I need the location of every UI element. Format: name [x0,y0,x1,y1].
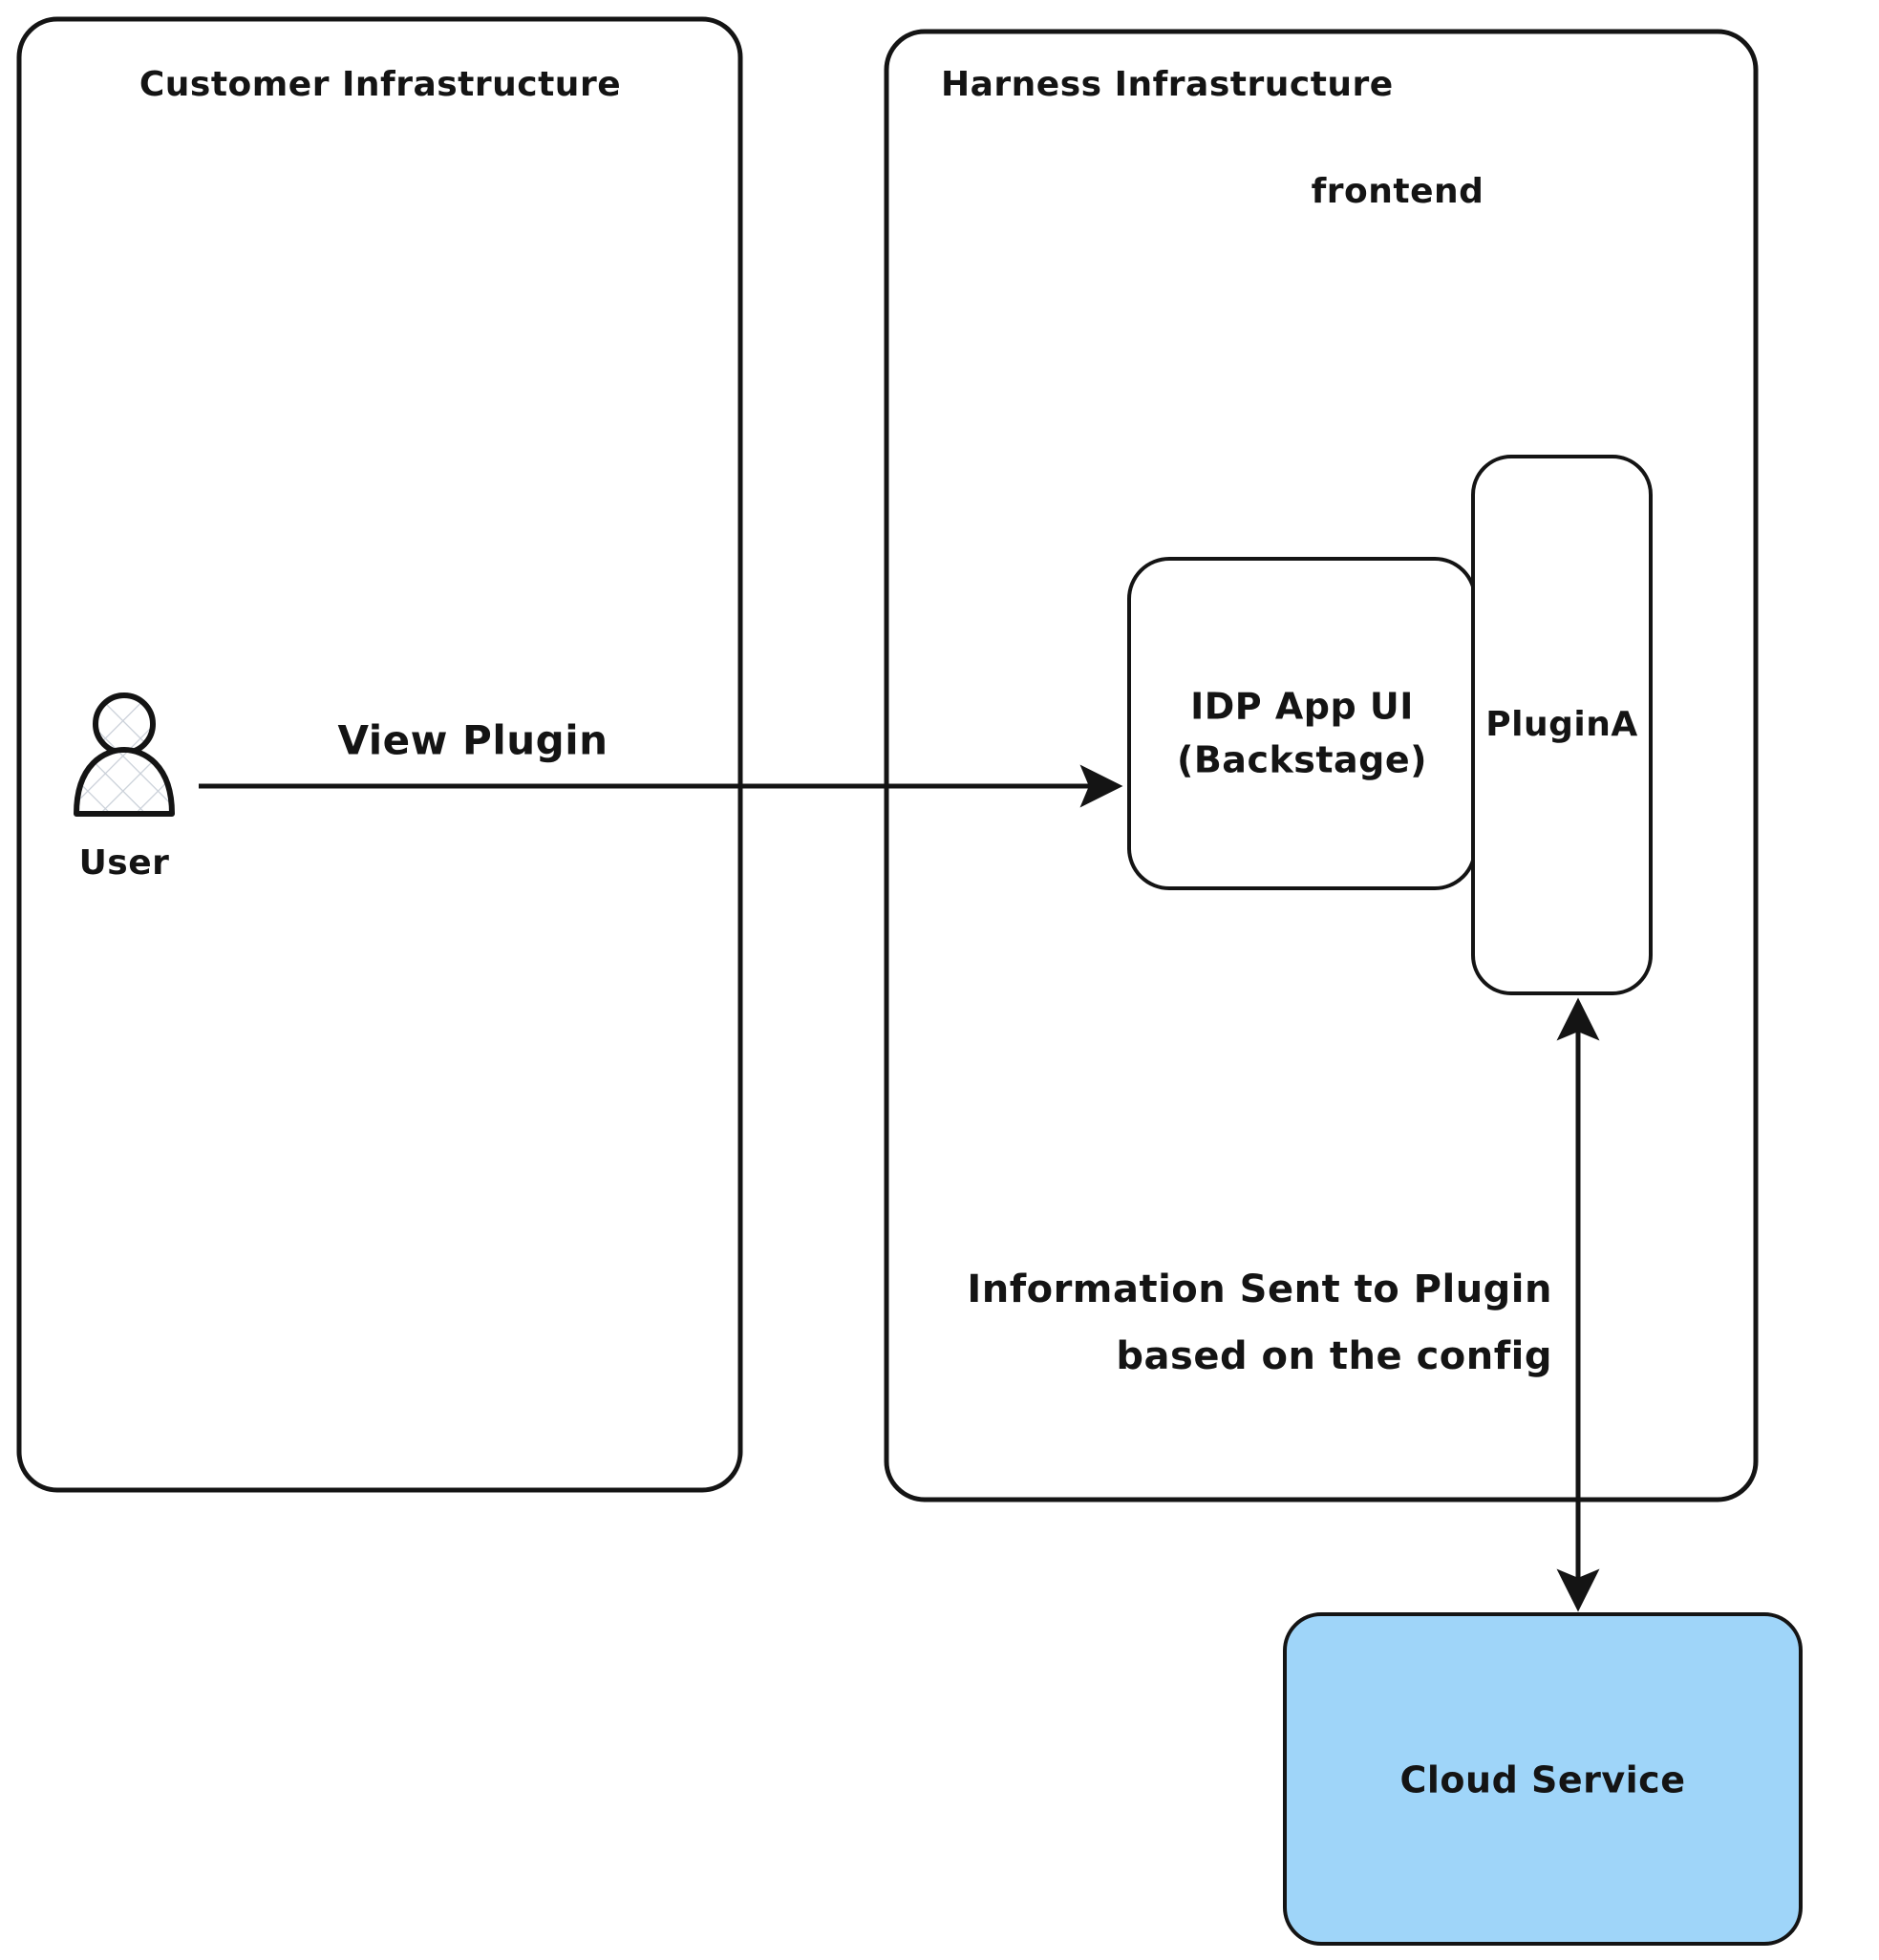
cloud-service-label: Cloud Service [1400,1759,1686,1801]
harness-infrastructure-title: Harness Infrastructure [941,65,1394,104]
cloud-service-box [1283,1612,1803,1946]
node-idp-app-ui[interactable]: IDP App UI (Backstage) [1127,557,1477,890]
information-sent-label-line2: based on the config [1116,1334,1552,1378]
edge-view-plugin[interactable]: View Plugin [199,717,1123,808]
plugin-a-label: PluginA [1485,705,1637,744]
node-plugin-a[interactable]: PluginA [1471,455,1653,995]
plugin-a-box [1471,455,1653,995]
user-body-icon [74,747,175,817]
information-sent-label-line1: Information Sent to Plugin [967,1268,1552,1311]
idp-app-ui-label-line1: IDP App UI [1190,686,1414,728]
container-customer-infrastructure[interactable]: Customer Infrastructure [16,16,743,1493]
view-plugin-edge-label: View Plugin [337,717,608,764]
idp-app-ui-label-line2: (Backstage) [1177,739,1427,781]
frontend-group-label: frontend [1312,172,1484,211]
node-cloud-service[interactable]: Cloud Service [1283,1612,1803,1946]
customer-infrastructure-title: Customer Infrastructure [139,65,621,104]
user-head-icon [93,692,156,756]
user-label: User [79,843,170,883]
node-user[interactable]: User [74,692,175,883]
customer-infrastructure-border [16,16,743,1493]
edge-information-sent[interactable]: Information Sent to Plugin based on the … [967,997,1600,1612]
